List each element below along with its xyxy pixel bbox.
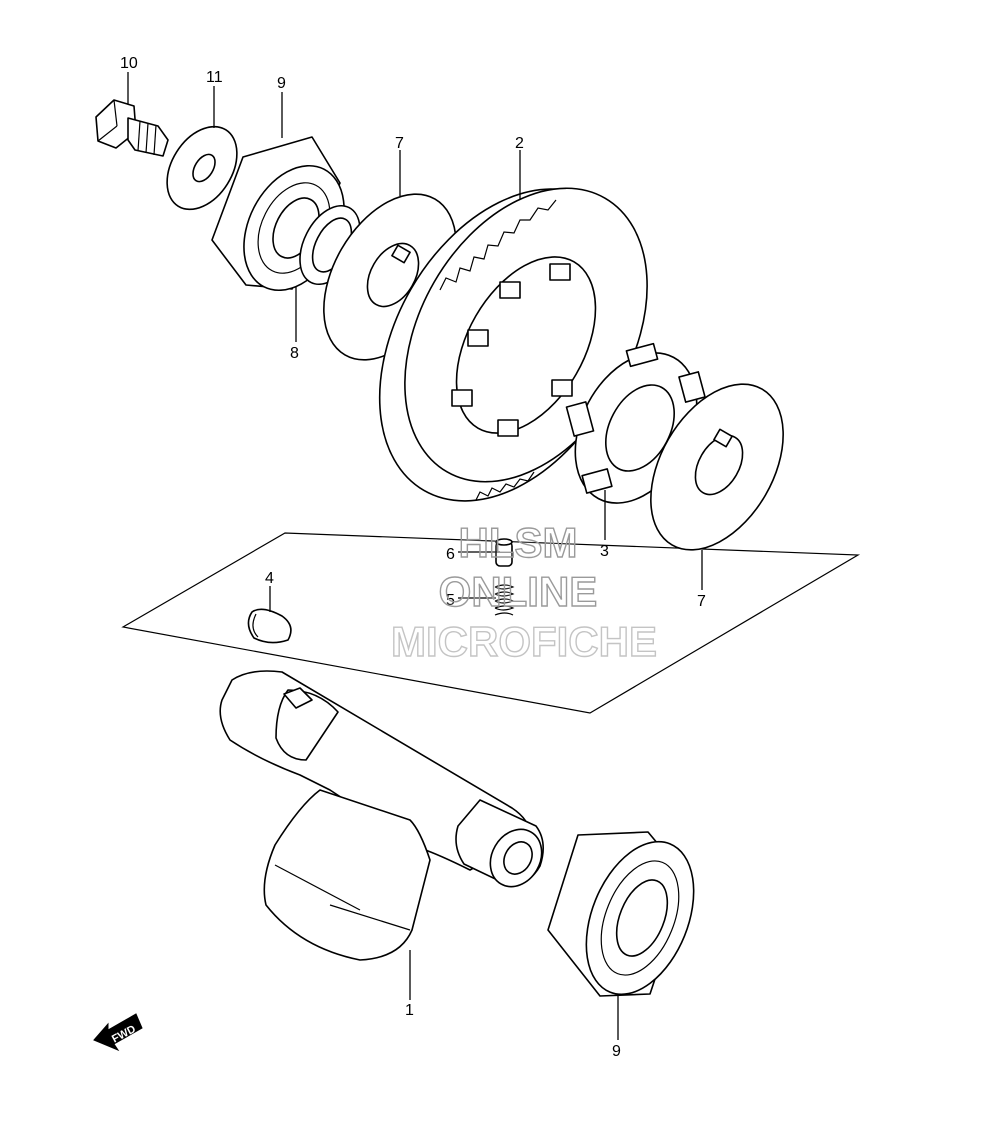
part-1-balancer-shaft — [219, 670, 544, 961]
part-10-bolt — [95, 99, 169, 157]
callout-9-upper: 9 — [277, 75, 286, 92]
part-7-plate-lower — [650, 383, 784, 551]
part-9-bearing-lower — [547, 831, 695, 997]
callout-2: 2 — [515, 135, 524, 152]
callout-10: 10 — [120, 55, 138, 72]
callout-9-lower: 9 — [612, 1043, 621, 1060]
part-6-pin — [495, 538, 513, 567]
part-11-washer — [166, 125, 238, 211]
callout-numbers: 10 11 9 7 2 8 6 5 3 7 4 1 9 — [120, 55, 706, 1060]
part-5-spring — [494, 584, 515, 616]
callout-1: 1 — [405, 1002, 414, 1019]
callout-4: 4 — [265, 570, 274, 587]
leader-lines — [127, 72, 703, 1040]
watermark-line-2: ONLINE — [439, 568, 598, 615]
watermark-line-1: HLSM — [459, 519, 578, 566]
watermark: HLSM ONLINE MICROFICHE — [390, 518, 657, 665]
callout-7-lower: 7 — [697, 593, 706, 610]
callout-7-upper: 7 — [395, 135, 404, 152]
assembly-plane-outline — [121, 532, 861, 714]
callout-8: 8 — [290, 345, 299, 362]
callout-3: 3 — [600, 543, 609, 560]
watermark-line-3: MICROFICHE — [391, 618, 657, 665]
callout-11: 11 — [206, 69, 223, 86]
fwd-direction-badge: FWD — [93, 1013, 143, 1052]
fwd-arrow-icon — [93, 1013, 143, 1052]
part-4-key — [247, 608, 292, 644]
callout-5: 5 — [446, 592, 455, 609]
callout-6: 6 — [446, 546, 455, 563]
